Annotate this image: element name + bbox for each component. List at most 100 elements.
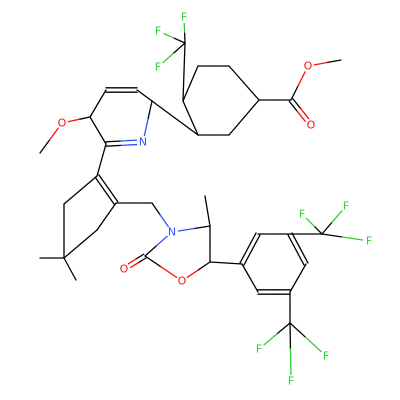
- bond-segment: [186, 269, 200, 279]
- bond-segment: [120, 139, 138, 142]
- bond-segment: [287, 234, 297, 251]
- bond-segment: [67, 118, 80, 123]
- bond-segment: [321, 233, 343, 238]
- atom-fluorine: F: [288, 375, 294, 388]
- bond-segment: [151, 100, 176, 119]
- bond-segment: [107, 187, 119, 203]
- bond-segment: [144, 255, 162, 268]
- bond-segment: [204, 195, 209, 212]
- bond-segment: [241, 263, 251, 279]
- bond-segment: [100, 143, 107, 161]
- bond-segment: [313, 225, 323, 235]
- atom-nitrogen: N: [168, 226, 176, 239]
- bond-segment: [120, 143, 138, 147]
- bond-segment: [225, 262, 243, 265]
- bond-segment: [79, 175, 98, 191]
- bond-segment: [239, 247, 249, 264]
- bond-segment: [295, 249, 305, 266]
- bond-segment: [159, 214, 169, 228]
- bond-segment: [183, 42, 186, 73]
- bond-segment: [182, 82, 192, 102]
- bond-segment: [105, 202, 117, 218]
- bond-segment: [48, 127, 59, 142]
- bond-segment: [247, 232, 257, 249]
- atom-fluorine: F: [155, 61, 161, 74]
- atom-oxygen: O: [58, 117, 67, 130]
- bond-segment: [136, 89, 146, 97]
- bond-segment: [69, 268, 77, 281]
- bond-layer: [39, 22, 364, 376]
- bond-segment: [251, 234, 261, 251]
- bond-segment: [292, 97, 302, 110]
- bond-segment: [305, 217, 315, 227]
- bond-segment: [297, 263, 307, 279]
- bond-segment: [63, 243, 82, 259]
- atom-fluorine: F: [181, 11, 187, 24]
- bond-segment: [63, 257, 71, 270]
- bond-segment: [160, 266, 178, 279]
- bond-segment: [296, 110, 306, 122]
- bond-segment: [300, 107, 310, 120]
- atom-fluorine: F: [343, 200, 349, 213]
- bond-segment: [331, 210, 343, 224]
- bond-segment: [98, 174, 109, 189]
- bond-segment: [105, 144, 123, 147]
- bond-segment: [313, 61, 329, 66]
- atom-fluorine: F: [299, 208, 305, 221]
- atom-fluorine: F: [256, 343, 262, 356]
- bond-segment: [94, 176, 106, 192]
- bond-segment: [143, 117, 149, 137]
- bond-segment: [143, 94, 153, 102]
- atom-oxygen: O: [178, 275, 187, 288]
- bond-segment: [173, 37, 186, 44]
- bond-segment: [144, 245, 157, 257]
- bond-segment: [289, 277, 299, 293]
- bond-segment: [135, 253, 145, 260]
- atom-oxygen: O: [120, 263, 129, 276]
- bond-segment: [291, 232, 301, 249]
- bond-segment: [228, 116, 245, 136]
- bond-segment: [263, 333, 278, 346]
- bond-segment: [97, 89, 107, 105]
- bond-segment: [89, 102, 99, 118]
- bond-segment: [105, 140, 122, 143]
- bond-segment: [63, 189, 82, 205]
- bond-segment: [182, 71, 185, 102]
- bond-segment: [276, 322, 291, 335]
- bond-segment: [182, 100, 192, 119]
- atom-oxygen: O: [307, 119, 316, 132]
- bond-segment: [97, 129, 107, 145]
- atom-oxygen: O: [304, 60, 313, 73]
- bond-segment: [163, 32, 176, 39]
- bond-segment: [173, 42, 186, 54]
- bond-segment: [209, 261, 227, 264]
- bond-segment: [193, 225, 211, 230]
- bond-segment: [228, 65, 245, 84]
- bond-segment: [79, 229, 98, 245]
- bond-segment: [249, 277, 259, 293]
- bond-segment: [127, 258, 137, 265]
- bond-segment: [151, 202, 161, 216]
- atom-label-layer: F F F O N O O F F F N O O F F F: [58, 11, 373, 388]
- bond-segment: [304, 336, 322, 353]
- bond-segment: [243, 82, 260, 101]
- bond-segment: [189, 117, 199, 136]
- bond-segment: [299, 247, 309, 264]
- bond-segment: [243, 99, 260, 119]
- bond-segment: [189, 65, 199, 85]
- atom-fluorine: F: [155, 25, 161, 38]
- bond-segment: [130, 262, 140, 269]
- bond-segment: [288, 100, 298, 112]
- bond-segment: [162, 52, 175, 64]
- bond-segment: [321, 221, 333, 235]
- bond-segment: [206, 210, 211, 227]
- bond-segment: [96, 159, 103, 177]
- atom-fluorine: F: [323, 350, 329, 363]
- atom-nitrogen: N: [139, 136, 147, 149]
- bond-segment: [147, 100, 153, 119]
- bond-segment: [297, 71, 306, 87]
- bond-segment: [177, 227, 195, 232]
- bond-segment: [341, 236, 364, 241]
